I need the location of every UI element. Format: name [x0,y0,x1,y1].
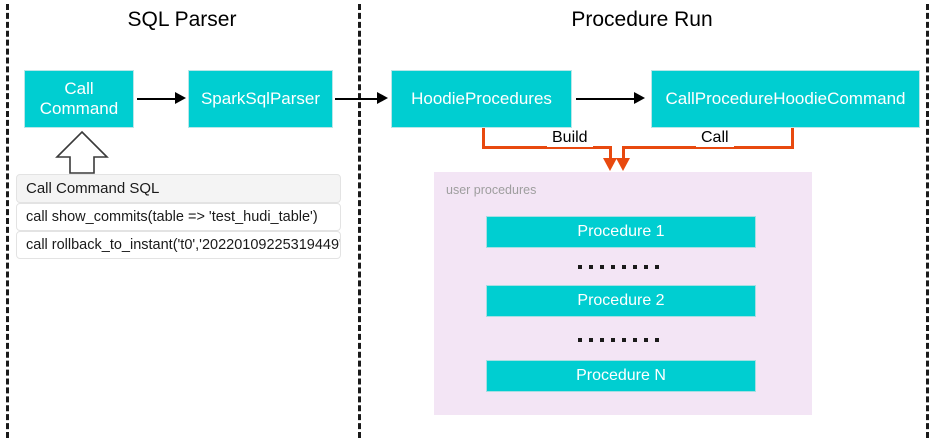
section-title-procedure-run: Procedure Run [571,8,713,31]
edge-label-build: Build [547,129,593,147]
ellipsis-dots-2 [578,338,659,342]
arrow-call-command-to-spark-head [175,92,186,104]
build-edge-vertical-left [482,128,485,149]
edge-label-call: Call [696,129,734,147]
build-edge-horizontal [482,146,612,149]
node-hoodie-procedures-label: HoodieProcedures [411,88,552,108]
sql-table-header: Call Command SQL [16,174,341,203]
call-edge-vertical-right [791,128,794,149]
section-title-sql-parser: SQL Parser [127,8,237,31]
node-call-command[interactable]: Call Command [24,70,134,128]
node-call-procedure-hoodie-command-label: CallProcedureHoodieCommand [665,88,906,108]
divider-right [926,4,929,438]
procedure-box-n-label: Procedure N [576,367,666,384]
arrow-spark-to-hoodie-line [335,98,379,100]
divider-left [6,4,9,438]
node-hoodie-procedures[interactable]: HoodieProcedures [391,70,572,128]
sql-table-row[interactable]: call rollback_to_instant('t0','202201092… [16,231,341,259]
node-spark-sql-parser-label: SparkSqlParser [200,88,321,108]
sql-table: Call Command SQL call show_commits(table… [16,174,341,259]
arrow-call-command-to-spark-line [137,98,177,100]
procedure-box-n[interactable]: Procedure N [486,360,756,392]
procedure-box-2-label: Procedure 2 [577,292,665,309]
call-edge-arrowhead [616,158,630,171]
node-call-command-label-line1: Call [64,78,94,98]
call-edge-horizontal [622,146,794,149]
sql-table-row[interactable]: call show_commits(table => 'test_hudi_ta… [16,203,341,231]
arrow-hoodie-to-callprocedure-line [576,98,636,100]
build-edge-arrowhead [603,158,617,171]
node-call-procedure-hoodie-command[interactable]: CallProcedureHoodieCommand [651,70,920,128]
up-arrow-sql-to-call-command [53,130,111,180]
user-procedures-panel-label: user procedures [446,183,537,197]
procedure-box-2[interactable]: Procedure 2 [486,285,756,317]
arrow-hoodie-to-callprocedure-head [634,92,645,104]
ellipsis-dots-1 [578,265,659,269]
procedure-box-1[interactable]: Procedure 1 [486,216,756,248]
arrow-spark-to-hoodie-head [377,92,388,104]
node-call-command-label-line2: Command [39,99,119,118]
build-edge-vertical-down [609,146,612,162]
node-spark-sql-parser[interactable]: SparkSqlParser [188,70,333,128]
divider-middle [358,4,361,438]
procedure-box-1-label: Procedure 1 [577,223,665,240]
call-edge-vertical-down [622,146,625,162]
